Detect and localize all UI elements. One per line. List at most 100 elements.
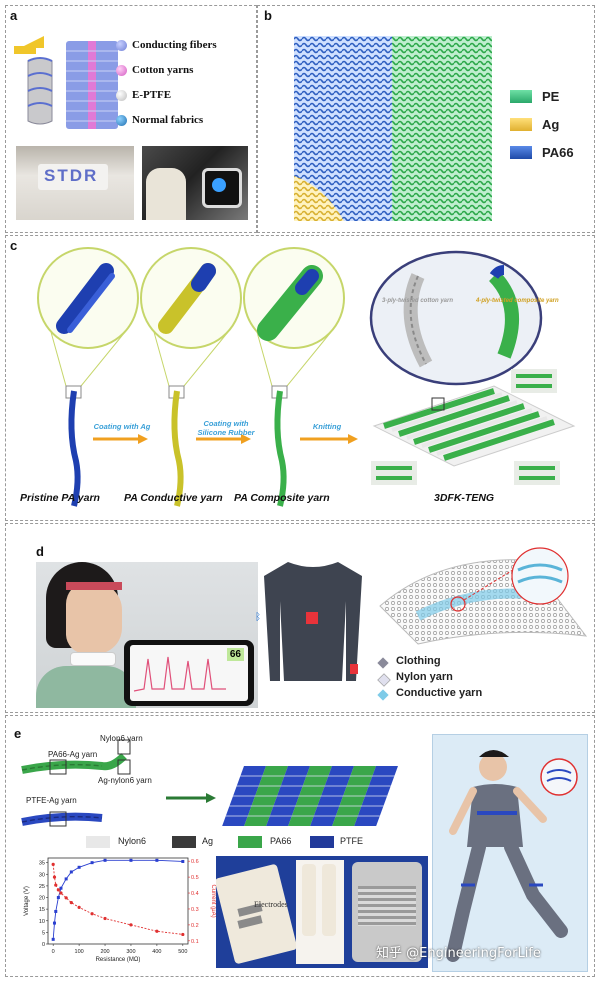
legend-ag: Ag	[542, 117, 560, 132]
label-ag-nylon6-yarn: Ag-nylon6 yarn	[98, 776, 152, 785]
legend-conducting-fibers: Conducting fibers	[132, 39, 217, 51]
panel-b: b PE Ag PA66	[257, 5, 595, 233]
y-left-tick-label: 20	[39, 896, 45, 902]
data-point	[77, 865, 81, 869]
plot-frame	[47, 857, 189, 945]
y-right-tick-label: 0.4	[191, 891, 199, 897]
fabric-illustration	[14, 36, 118, 129]
legend-swatch-pe	[510, 90, 532, 103]
data-point	[64, 877, 68, 881]
data-point	[59, 886, 63, 890]
y-right-tick-label: 0.3	[191, 907, 199, 913]
fabric-mesh-illustration	[379, 547, 588, 645]
shirt-illustration	[264, 562, 362, 681]
label-ptfe-ag-yarn: PTFE-Ag yarn	[26, 796, 77, 805]
legend-clothing: Clothing	[396, 655, 441, 667]
legend-swatch-ag	[510, 118, 532, 131]
photo-shirt-patch: STDR	[16, 146, 134, 220]
y-left-axis-label: Voltage (V)	[24, 886, 30, 916]
legend-conductive-yarn: Conductive yarn	[396, 687, 483, 699]
panel-d-label: d	[36, 544, 44, 559]
inset-label-cotton: 3-ply-twisted cotton yarn	[382, 298, 454, 304]
legend-swatch-pa66	[510, 146, 532, 159]
data-point	[103, 858, 107, 862]
data-point	[155, 929, 159, 933]
legend-nylon-yarn: Nylon yarn	[396, 671, 453, 683]
photo-hand-device	[142, 146, 248, 220]
x-tick-label: 400	[152, 949, 161, 955]
legend-swatch-pa66-e	[238, 836, 262, 848]
arrow-label-coating-ag: Coating with Ag	[93, 422, 151, 431]
legend-ptfe: PTFE	[340, 836, 364, 846]
legend-dot-normal	[116, 115, 127, 126]
x-tick-label: 300	[126, 949, 135, 955]
y-right-tick-label: 0.5	[191, 875, 199, 881]
electrodes-label: Electrodes	[254, 900, 288, 909]
runner-illustration	[432, 734, 588, 972]
x-tick-label: 200	[100, 949, 109, 955]
panel-a-label: a	[10, 8, 18, 23]
data-point	[77, 905, 81, 909]
data-point	[56, 896, 60, 900]
arrow-label-coating-silicone: Coating with Silicone Rubber	[197, 419, 255, 437]
y-right-tick-label: 0.2	[191, 923, 199, 929]
panel-e: e Nylon6 yarn PA66-Ag yarn Ag-nylon6 yar…	[5, 715, 595, 977]
phone-waveform	[133, 656, 226, 692]
y-right-tick-label: 0.1	[191, 939, 199, 945]
legend-pa66-e: PA66	[270, 836, 292, 846]
legend-pa66: PA66	[542, 145, 574, 160]
panel-c: c	[5, 235, 595, 521]
panel-c-label: c	[10, 238, 18, 253]
data-point	[69, 870, 73, 874]
data-point	[181, 932, 185, 937]
panel-d: d 66 ᛒ	[5, 523, 595, 713]
y-left-tick-label: 35	[39, 861, 45, 867]
data-point	[52, 875, 57, 879]
data-point	[54, 883, 58, 887]
data-point	[103, 916, 107, 921]
phone-value: 66	[226, 648, 244, 661]
legend-swatch-nylon6	[86, 836, 110, 848]
x-tick-label: 0	[52, 949, 55, 955]
panel-e-label: e	[14, 726, 22, 741]
cube-icon-nylon	[377, 673, 391, 687]
watermark: 知乎 @EngineeringForLife	[376, 946, 541, 961]
y-left-tick-label: 0	[42, 942, 45, 948]
panel-b-label: b	[264, 8, 272, 23]
patch-text: STDR	[44, 166, 99, 185]
legend-nylon6: Nylon6	[118, 836, 147, 846]
legend-dot-conducting	[116, 40, 127, 51]
data-point	[54, 909, 58, 913]
x-tick-label: 100	[75, 949, 84, 955]
data-point	[129, 923, 133, 927]
legend-cotton-yarns: Cotton yarns	[132, 64, 194, 76]
arrow-label-knitting: Knitting	[312, 422, 342, 431]
data-point	[51, 937, 55, 941]
photo-electrodes: Electrodes	[216, 856, 428, 968]
data-point	[155, 858, 159, 862]
yarn-fabric-illustration	[21, 739, 398, 827]
x-tick-label: 500	[178, 949, 187, 955]
yarn-process-illustration	[37, 247, 576, 507]
data-point	[56, 888, 60, 892]
y-left-tick-label: 30	[39, 872, 45, 878]
data-point	[52, 921, 56, 925]
legend-dot-cotton	[116, 65, 127, 76]
x-axis-label: Resistance (MΩ)	[96, 957, 141, 963]
panel-a: a Conducting fibers Cotton yarns E-PTFE …	[5, 5, 257, 233]
cube-icon-clothing	[377, 657, 389, 669]
y-left-tick-label: 25	[39, 884, 45, 890]
caption-pa-conductive-yarn: PA Conductive yarn	[124, 492, 223, 504]
data-point	[90, 861, 94, 865]
caption-pa-composite-yarn: PA Composite yarn	[234, 492, 330, 504]
legend-swatch-ptfe	[310, 836, 334, 848]
legend-e-ptfe: E-PTFE	[132, 89, 172, 101]
caption-pristine-pa-yarn: Pristine PA yarn	[20, 492, 100, 504]
legend-normal-fabrics: Normal fabrics	[132, 114, 204, 126]
photo-person-phone: 66	[36, 562, 258, 708]
data-point	[129, 858, 133, 862]
data-point	[181, 859, 185, 863]
data-point	[64, 896, 68, 900]
legend-dot-eptfe	[116, 90, 127, 101]
